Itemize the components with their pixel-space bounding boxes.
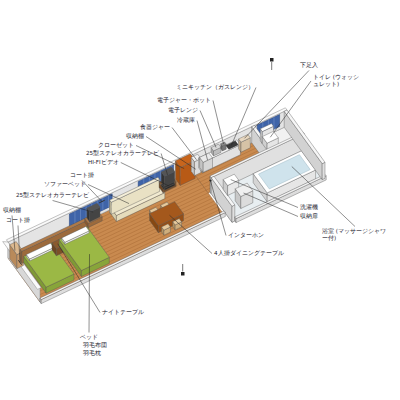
callout-label: 4人掛ダイニングテーブル [214,250,284,257]
callout-label: 電子ジャー・ポット [157,97,211,104]
front-wall [236,176,326,223]
window-frame [86,206,87,218]
callout-label: ソファーベッド [44,181,86,188]
chair [162,224,171,230]
callout-label: 羽毛枕 [83,350,101,357]
callout-label: コート掛 [6,217,30,224]
leader-line [58,244,100,313]
leader-line [200,110,216,147]
window-frame [108,195,109,207]
section-mark [181,272,185,276]
end-wall [284,111,322,179]
dining-table [150,202,184,226]
leader-line [172,127,197,159]
window-frame [80,209,81,221]
window-frame [160,171,161,183]
callout-label: 羽毛布団 [83,342,107,349]
callout-label: ベッド [80,334,98,341]
leader-line [244,193,298,216]
pillow [62,227,89,243]
callout-label: 冷蔵庫 [177,117,195,124]
section-mark [270,58,274,62]
partition-wall [232,205,235,222]
plan-drawing [3,58,327,304]
end-wall [284,110,325,164]
leader-line [213,100,224,144]
callout-label: ナイトテーブル [102,309,144,316]
front-wall [235,174,326,218]
callout-label: 25型ステレオカラーテレビ [86,150,159,157]
callout-label: コート掛 [70,172,94,179]
front-wall [41,213,225,304]
section-mark [271,62,272,70]
callout-label: 浴室 (マッサージシャワー付) [322,228,388,242]
leader-line [270,81,311,137]
callout-label: クローゼット [98,142,134,149]
leader-line [89,254,91,332]
window-frame [102,198,103,210]
leader-line [197,120,208,160]
leader-line [53,200,94,212]
bed [59,227,109,271]
leader-line [292,167,355,227]
pillow [26,243,53,259]
callout-label: 収納棚 [126,133,144,140]
front-wall [40,211,225,300]
leader-line [231,180,298,208]
callout-label: 収納棚 [3,207,21,214]
callout-label: 電子レンジ [168,107,198,114]
callout-label: 食器ジャー [140,124,170,131]
callout-label: トイレ (ウォッシュレット) [313,74,361,88]
leader-line [121,162,169,186]
callout-label: 25型ステレオカラーテレビ [16,192,89,199]
gas-range [226,141,238,149]
leader-line [231,87,256,145]
section-mark [182,264,183,272]
leader-line [88,184,129,203]
toilet-tank [260,124,273,132]
leader-line [210,181,226,236]
callout-label: インターホン [228,232,264,239]
back-wall [8,110,287,258]
window-frame [74,211,75,223]
callout-label: 洗濯機 [300,204,318,211]
callout-label: ミニキッチン（ガスレンジ） [176,84,254,91]
sofa-back [110,177,160,202]
kitchen-counter [199,140,241,163]
television [161,167,175,176]
callout-label: 収納扉 [300,213,318,220]
callout-label: HI-FIビデオ [88,159,119,166]
leader-line [161,153,167,174]
leader-line [136,145,184,168]
callout-label: 下足入 [300,62,318,69]
leader-lines [12,70,355,332]
shoe-cabinet [239,135,251,143]
bath-water [259,155,311,189]
leader-line [18,225,20,262]
end-wall [322,162,325,179]
leader-line [170,215,213,253]
